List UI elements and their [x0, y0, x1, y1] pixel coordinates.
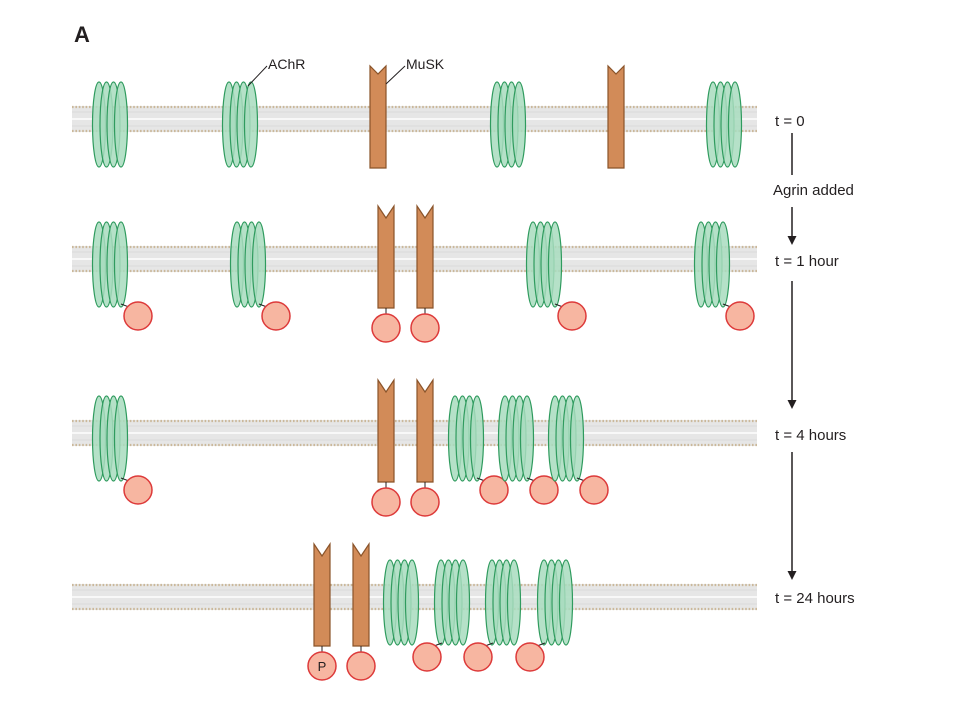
musk-receptor [369, 64, 387, 169]
rapsyn-protein [515, 642, 545, 672]
musk-receptor [352, 542, 370, 647]
timeline [787, 133, 797, 580]
musk-receptor [416, 378, 434, 483]
achr-receptor [705, 81, 743, 168]
achr-receptor [547, 395, 585, 482]
membrane-bilayer [72, 245, 757, 273]
rapsyn-protein: P [307, 651, 337, 681]
rapsyn-protein [412, 642, 442, 672]
rapsyn-protein [123, 301, 153, 331]
achr-receptor [536, 559, 574, 646]
musk-receptor [313, 542, 331, 647]
membrane-bilayer [72, 105, 757, 133]
achr-callout: AChR [247, 56, 305, 87]
rapsyn-protein [371, 487, 401, 517]
rapsyn-protein [463, 642, 493, 672]
rapsyn-protein [123, 475, 153, 505]
achr-receptor [91, 395, 129, 482]
achr-receptor [525, 221, 563, 308]
achr-receptor [693, 221, 731, 308]
timeline-arrow [787, 207, 797, 245]
achr-receptor [221, 81, 259, 168]
rapsyn-protein [410, 487, 440, 517]
rapsyn-protein [261, 301, 291, 331]
musk-receptor [607, 64, 625, 169]
musk-receptor [377, 378, 395, 483]
timeline-arrow [787, 452, 797, 580]
panel-letter: A [74, 22, 90, 47]
phospho-label: P [318, 659, 327, 674]
agrin-added-label: Agrin added [773, 182, 854, 199]
rapsyn-protein [346, 651, 376, 681]
time-label-4-hours: t = 4 hours [775, 427, 846, 444]
musk-callout: MuSK [385, 56, 445, 85]
time-label-t0: t = 0 [775, 113, 805, 130]
rapsyn-protein [529, 475, 559, 505]
achr-receptor [484, 559, 522, 646]
rapsyn-protein [410, 313, 440, 343]
rapsyn-protein [725, 301, 755, 331]
musk-receptor [377, 204, 395, 309]
timeline-arrow [787, 281, 797, 409]
membrane-bilayer [72, 419, 757, 447]
protein-layer: P [91, 64, 755, 681]
rapsyn-protein [579, 475, 609, 505]
rapsyn-protein [479, 475, 509, 505]
achr-receptor [489, 81, 527, 168]
achr-receptor [91, 221, 129, 308]
time-label-24-hours: t = 24 hours [775, 590, 855, 607]
achr-receptor [229, 221, 267, 308]
membrane-layer [72, 105, 757, 611]
musk-receptor [416, 204, 434, 309]
achr-receptor [433, 559, 471, 646]
achr-receptor [447, 395, 485, 482]
rapsyn-protein [371, 313, 401, 343]
achr-callout-label: AChR [268, 56, 305, 72]
musk-callout-label: MuSK [406, 56, 445, 72]
achr-receptor [497, 395, 535, 482]
rapsyn-protein [557, 301, 587, 331]
time-label-1-hour: t = 1 hour [775, 253, 839, 270]
achr-receptor [91, 81, 129, 168]
achr-receptor [382, 559, 420, 646]
